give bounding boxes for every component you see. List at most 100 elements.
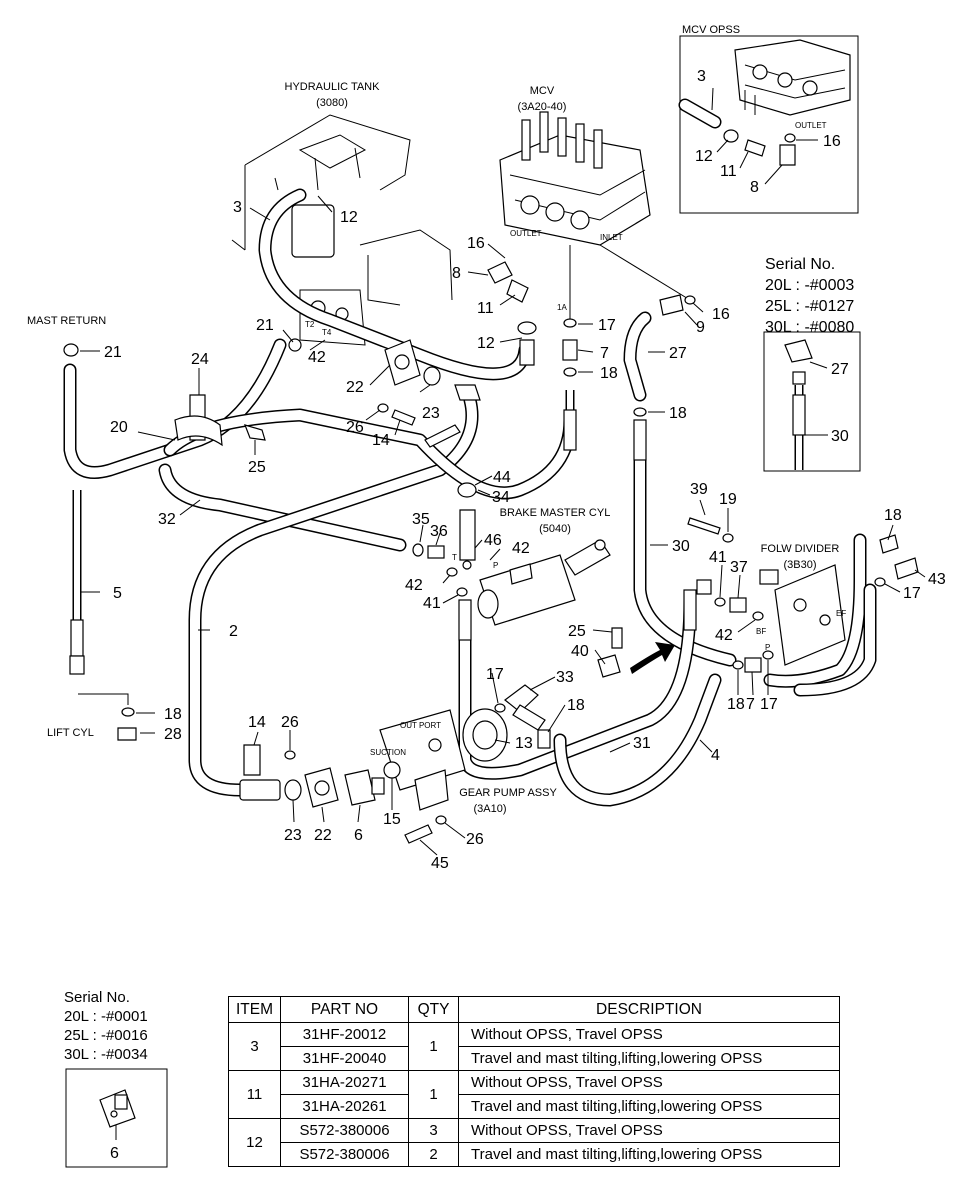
cell-qty: 1: [408, 1070, 459, 1119]
hose-3: [258, 188, 532, 381]
label-outlet-opss: OUTLET: [795, 121, 827, 130]
opss-callout-3: 3: [697, 68, 706, 85]
callout-36: 36: [430, 523, 448, 540]
label-port-t4: T4: [322, 328, 332, 337]
o-ring-17-pump: [494, 703, 506, 713]
callout-4: 4: [711, 747, 720, 764]
callout-44: 44: [493, 469, 511, 486]
o-ring-23-top: [423, 366, 441, 386]
callout-25: 25: [248, 459, 266, 476]
table-row: 3 31HF-20012 1 Without OPSS, Travel OPSS: [228, 1022, 840, 1071]
bolt-25: [244, 424, 266, 441]
cell-part-no: 31HA-20261: [280, 1094, 409, 1119]
washer-26-bottom: [284, 750, 296, 760]
callout-17-mcv: 17: [598, 317, 616, 334]
opss-callout-11: 11: [720, 163, 737, 180]
serial-left-line-2: 25L : -#0016: [64, 1027, 148, 1044]
suction-flange-22: [304, 767, 339, 808]
clamp-40: [597, 654, 621, 678]
fitting-flow-bottom: [732, 650, 774, 673]
callout-18-27: 18: [669, 405, 687, 422]
hose-43: [793, 583, 877, 697]
bolt-39-washer-19: [687, 517, 734, 543]
table-row: S572-380006 2 Travel and mast tilting,li…: [229, 1142, 840, 1167]
callout-7-fd: 7: [746, 696, 755, 713]
hose-5: [69, 490, 85, 675]
gear-pump: [379, 708, 508, 811]
cell-part-no: S572-380006: [280, 1118, 409, 1143]
cell-item: 12: [228, 1118, 281, 1167]
elbow-8-mcv: [487, 261, 529, 303]
callout-39: 39: [690, 481, 708, 498]
cell-description: Without OPSS, Travel OPSS: [458, 1022, 840, 1047]
serial-inset-right: 27 30: [763, 331, 861, 472]
header-item: ITEM: [228, 996, 281, 1023]
label-mcv-code: (3A20-40): [518, 101, 567, 113]
callout-9: 9: [696, 319, 705, 336]
callout-3: 3: [233, 199, 242, 216]
cell-qty: 2: [408, 1142, 459, 1167]
table-row: 31HA-20261 Travel and mast tilting,lifti…: [229, 1094, 840, 1119]
hydraulic-tank: [231, 114, 453, 346]
label-gear-pump-code: (3A10): [473, 803, 506, 815]
o-ring-15: [383, 761, 401, 779]
cell-item: 11: [228, 1070, 281, 1119]
callout-25-pump: 25: [568, 623, 586, 640]
callout-26-bottom: 26: [281, 714, 299, 731]
callout-34: 34: [492, 489, 510, 506]
label-port-t2: T2: [305, 320, 315, 329]
flange-22-top: [384, 339, 421, 386]
cap-44: [457, 482, 477, 498]
washer-26-top: [377, 403, 389, 413]
suction-pipe-end: [239, 779, 281, 801]
label-port-p2: P: [765, 643, 770, 652]
cell-description: Travel and mast tilting,lifting,lowering…: [458, 1046, 840, 1071]
o-ring-23-bottom: [284, 779, 302, 801]
fitting-21-top: [288, 338, 302, 352]
callout-18-lift: 18: [164, 706, 182, 723]
serial-callout-30: 30: [831, 428, 849, 445]
hose-31: [458, 593, 697, 780]
parts-table: ITEM PART NO QTY DESCRIPTION 3 31HF-2001…: [228, 996, 840, 1167]
serial-right-line-2: 25L : -#0127: [765, 298, 855, 315]
bolt-45: [404, 824, 433, 844]
serial-left-line-1: 20L : -#0001: [64, 1008, 148, 1025]
callout-43: 43: [928, 571, 946, 588]
callout-22-bottom: 22: [314, 827, 332, 844]
serial-right-title: Serial No.: [765, 256, 836, 273]
table-row: 12 S572-380006 3 Without OPSS, Travel OP…: [228, 1118, 840, 1167]
callout-15: 15: [383, 811, 401, 828]
callout-8: 8: [452, 265, 461, 282]
header-part-no: PART NO: [280, 996, 409, 1023]
serial-callout-6: 6: [110, 1145, 119, 1162]
tee-46: [459, 509, 476, 570]
callout-30: 30: [672, 538, 690, 555]
label-lift-cyl: LIFT CYL: [47, 727, 94, 739]
header-qty: QTY: [408, 996, 459, 1023]
cell-qty: 1: [408, 1022, 459, 1071]
clamp-24: [174, 394, 223, 447]
label-flow-divider: FOLW DIVIDER: [761, 543, 840, 555]
hose-30: [633, 423, 737, 667]
labels: HYDRAULIC TANK (3080) MCV (3A20-40) MAST…: [27, 81, 846, 815]
callout-14-top: 14: [372, 432, 390, 449]
label-mast-return: MAST RETURN: [27, 315, 106, 327]
cell-description: Travel and mast tilting,lifting,lowering…: [458, 1142, 840, 1167]
callout-22-top: 22: [346, 379, 364, 396]
callout-35: 35: [412, 511, 430, 528]
callout-18-mcv: 18: [600, 365, 618, 382]
callout-24: 24: [191, 351, 209, 368]
label-brake-master-cyl: BRAKE MASTER CYL: [500, 507, 611, 519]
cell-part-no: 31HF-20040: [280, 1046, 409, 1071]
callout-41: 41: [423, 595, 441, 612]
callout-26-top: 26: [346, 419, 364, 436]
callout-7-mcv: 7: [600, 345, 609, 362]
label-port-ef: EF: [836, 609, 846, 618]
fitting-43: [874, 534, 919, 587]
table-row: 11 31HA-20271 1 Without OPSS, Travel OPS…: [228, 1070, 840, 1119]
callout-45: 45: [431, 855, 449, 872]
bolt-25-pump: [611, 627, 623, 649]
callout-18-pump: 18: [567, 697, 585, 714]
callout-11: 11: [477, 300, 494, 317]
